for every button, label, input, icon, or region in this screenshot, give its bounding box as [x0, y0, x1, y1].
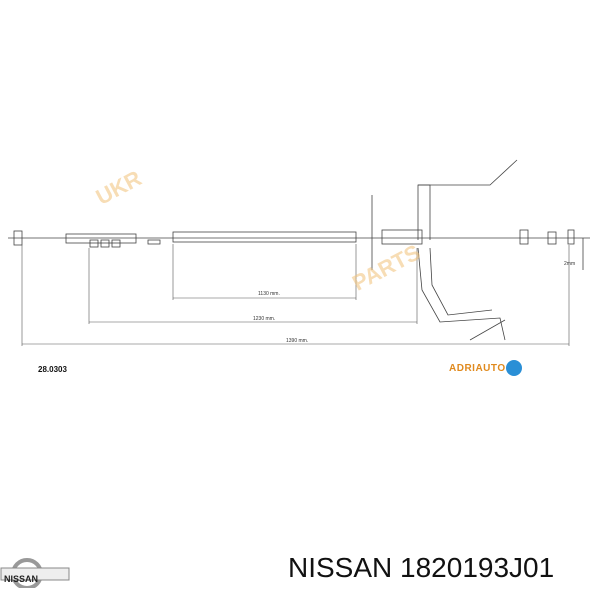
nissan-logo-text: NISSAN [4, 574, 39, 584]
dim-label-1130: 1130 mm. [258, 291, 280, 297]
cable-sheath [172, 231, 357, 243]
nissan-logo [0, 558, 70, 588]
adriauto-logo-circle [506, 360, 522, 376]
part-code: 28.0303 [38, 365, 67, 374]
dim-label-1390: 1390 mm. [286, 338, 308, 344]
adriauto-logo: ADRIAUTO [449, 363, 506, 374]
cable-end-left [13, 230, 23, 246]
dim-label-1230: 1230 mm. [253, 316, 275, 322]
pedal-bracket [417, 184, 431, 240]
dim-label-2mm: 2mm [564, 261, 575, 267]
product-title: NISSAN 1820193J01 [288, 552, 555, 583]
